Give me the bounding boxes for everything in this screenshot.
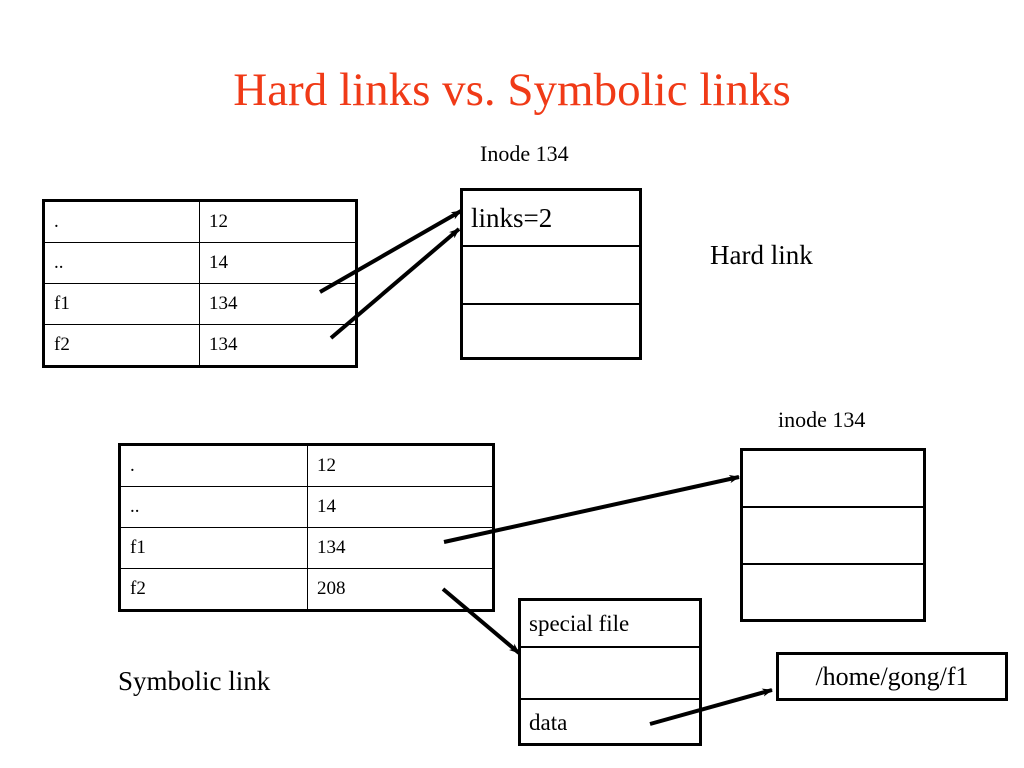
table-row: .. 14 <box>43 242 357 284</box>
symbolic-link-inode-box <box>740 448 926 622</box>
table-row: f1 134 <box>43 283 357 325</box>
table-row: .. 14 <box>119 486 494 528</box>
dir-entry-name: f1 <box>43 283 200 325</box>
dir-entry-inode: 134 <box>199 324 357 367</box>
dir-entry-name: . <box>43 200 200 243</box>
dir-entry-inode: 12 <box>199 200 357 243</box>
dir-entry-inode: 12 <box>307 444 494 487</box>
table-row: . 12 <box>43 200 357 243</box>
symbolic-link-inode-caption: inode 134 <box>778 407 866 432</box>
page-title: Hard links vs. Symbolic links <box>233 64 791 116</box>
symbolic-link-directory-table: . 12 .. 14 f1 134 f2 208 <box>118 443 495 612</box>
symlink-target-path: /home/gong/f1 <box>815 661 969 691</box>
hard-link-inode-box: links=2 <box>460 188 642 360</box>
inode-field-links: links=2 <box>463 191 639 247</box>
dir-entry-name: .. <box>119 486 308 528</box>
table-row: . 12 <box>119 444 494 487</box>
special-file-empty-row <box>521 648 699 700</box>
hard-link-section-label: Hard link <box>710 240 813 270</box>
table-row: f2 134 <box>43 324 357 367</box>
special-file-data-row: data <box>529 709 568 735</box>
special-file-label-row: special file <box>521 601 699 648</box>
dir-entry-name: f2 <box>119 568 308 611</box>
symbolic-link-section-label: Symbolic link <box>118 666 271 696</box>
inode-field-empty-2 <box>743 508 923 565</box>
inode-field-empty-3 <box>743 565 923 619</box>
hard-link-directory-table: . 12 .. 14 f1 134 f2 134 <box>42 199 358 368</box>
inode-field-empty-1 <box>743 451 923 508</box>
dir-entry-inode: 14 <box>307 486 494 528</box>
dir-entry-inode: 134 <box>307 527 494 569</box>
inode-field-empty-1 <box>463 247 639 305</box>
hard-link-inode-caption: Inode 134 <box>480 141 569 166</box>
dir-entry-name: . <box>119 444 308 487</box>
symlink-target-path-box: /home/gong/f1 <box>776 652 1008 701</box>
table-row: f1 134 <box>119 527 494 569</box>
dir-entry-name: f1 <box>119 527 308 569</box>
dir-entry-inode: 14 <box>199 242 357 284</box>
special-file-box: special file data <box>518 598 702 746</box>
dir-entry-inode: 134 <box>199 283 357 325</box>
dir-entry-name: .. <box>43 242 200 284</box>
dir-entry-inode: 208 <box>307 568 494 611</box>
table-row: f2 208 <box>119 568 494 611</box>
inode-field-empty-2 <box>463 305 639 357</box>
dir-entry-name: f2 <box>43 324 200 367</box>
